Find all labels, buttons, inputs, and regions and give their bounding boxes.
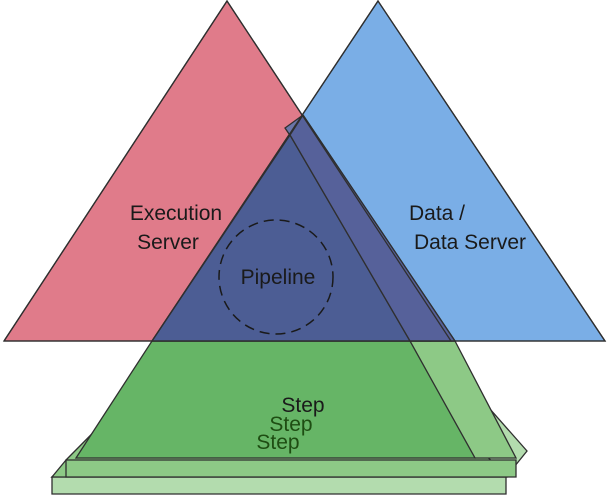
step-label-middle: Step <box>269 413 312 436</box>
step-layer-middle-bottom <box>65 459 517 478</box>
step-layer-back-bottom <box>51 476 507 495</box>
step-label-front: Step <box>281 394 324 417</box>
data-label-line1: Data / <box>409 202 465 225</box>
data-server-outline <box>4 0 607 342</box>
step-label-back: Step <box>256 431 299 454</box>
pipeline-label: Pipeline <box>241 266 316 289</box>
data-label-line2: Data Server <box>414 231 526 254</box>
execution-server-outline <box>3 0 452 342</box>
pipeline-circle <box>218 219 334 335</box>
execution-label-line1: Execution <box>130 202 222 225</box>
execution-label-line2: Server <box>137 231 199 254</box>
